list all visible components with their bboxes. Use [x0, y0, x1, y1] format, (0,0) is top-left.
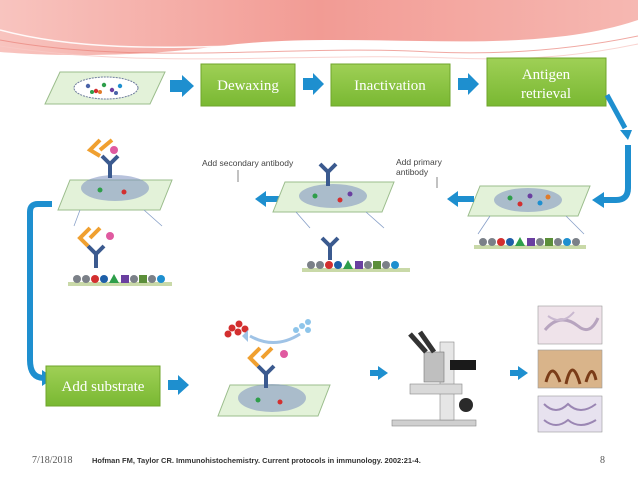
- step-antigen-retrieval-label-line1: Antigen: [522, 67, 571, 83]
- flow-arrows-middle: [255, 191, 474, 207]
- footer-page-number: 8: [600, 455, 605, 466]
- annotation-add-secondary-antibody: Add secondary antibody: [202, 158, 294, 168]
- tissue-slide-primary-bound: [272, 162, 410, 272]
- secondary-antibody-icon: [86, 138, 114, 158]
- flow-arrows-bottom: [168, 366, 528, 395]
- annotation-add-primary-line1: Add primary: [396, 157, 443, 167]
- step-antigen-retrieval-label-line2: retrieval: [521, 86, 571, 102]
- flow-arrow-left-connector: [27, 201, 54, 386]
- footer-citation: Hofman FM, Taylor CR. Immunohistochemist…: [92, 456, 421, 465]
- annotation-add-primary-line2: antibody: [396, 167, 429, 177]
- footer-date: 7/18/2018: [32, 455, 73, 466]
- step-inactivation: Inactivation: [330, 63, 451, 107]
- step-add-substrate-label: Add substrate: [62, 379, 145, 395]
- tissue-slide-secondary-bound: [57, 138, 173, 286]
- tissue-slide-retrieved: [467, 185, 591, 249]
- step-dewaxing: Dewaxing: [200, 63, 296, 107]
- stained-tissue-images: [537, 305, 603, 433]
- tissue-slide-substrate-reaction: [217, 319, 331, 417]
- step-inactivation-label: Inactivation: [354, 78, 426, 94]
- step-add-substrate: Add substrate: [45, 365, 161, 407]
- header-wave-decoration: [0, 0, 638, 60]
- flow-arrows-top: [170, 73, 479, 97]
- microscope-icon: [391, 330, 477, 427]
- primary-antibody-icon: [318, 162, 338, 186]
- enzyme-label-icon: [110, 146, 118, 154]
- step-dewaxing-label: Dewaxing: [217, 78, 279, 94]
- flow-arrow-right-connector: [592, 93, 632, 208]
- tissue-slide-initial: [44, 71, 166, 105]
- step-antigen-retrieval: Antigen retrieval: [486, 57, 607, 107]
